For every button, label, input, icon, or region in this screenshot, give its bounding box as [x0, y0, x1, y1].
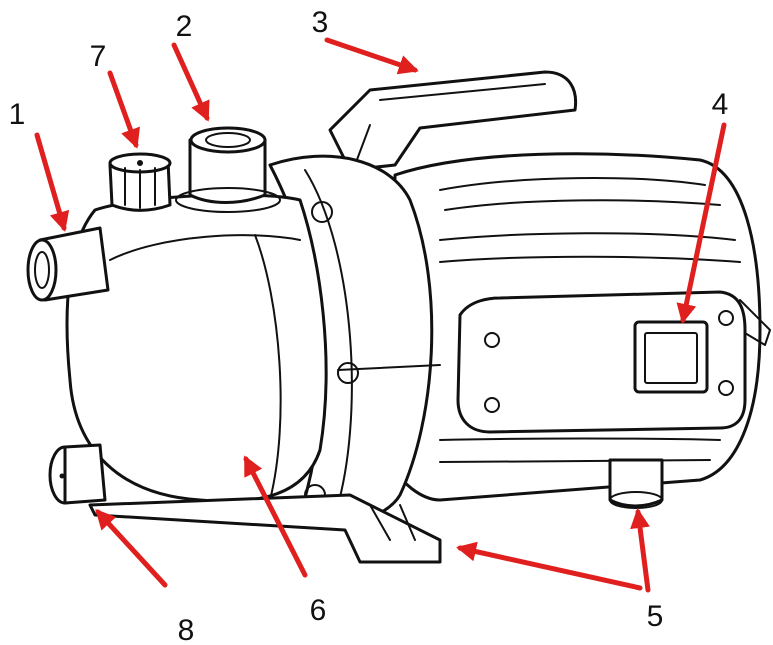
callout-4: 4	[712, 88, 729, 121]
pump-illustration	[26, 70, 771, 564]
callout-labels: 1 2 3 4 5 6 7 8	[9, 6, 729, 645]
rear-foot	[608, 458, 664, 509]
arrow-5b	[630, 508, 651, 593]
drain-plug	[48, 443, 107, 505]
filling-plug	[108, 152, 172, 212]
pump-housing	[65, 193, 328, 503]
arrow-2	[171, 42, 210, 122]
callout-arrows	[34, 37, 727, 593]
arrow-1	[34, 132, 70, 232]
base-foot	[88, 493, 442, 564]
arrow-4	[676, 122, 727, 324]
callout-3: 3	[312, 6, 329, 39]
arrow-6	[243, 455, 308, 578]
carry-handle	[328, 70, 578, 172]
callout-7: 7	[90, 40, 107, 73]
outlet-port	[175, 126, 281, 213]
callout-5: 5	[647, 600, 664, 633]
callout-6: 6	[310, 594, 327, 627]
power-switch	[633, 320, 709, 394]
inlet-port	[26, 226, 110, 302]
callout-1: 1	[9, 98, 26, 131]
callout-2: 2	[176, 10, 193, 43]
callout-8: 8	[178, 614, 195, 645]
arrow-7	[107, 70, 140, 149]
arrow-5a	[456, 541, 643, 591]
arrow-8	[95, 509, 168, 588]
arrow-3	[324, 37, 419, 75]
